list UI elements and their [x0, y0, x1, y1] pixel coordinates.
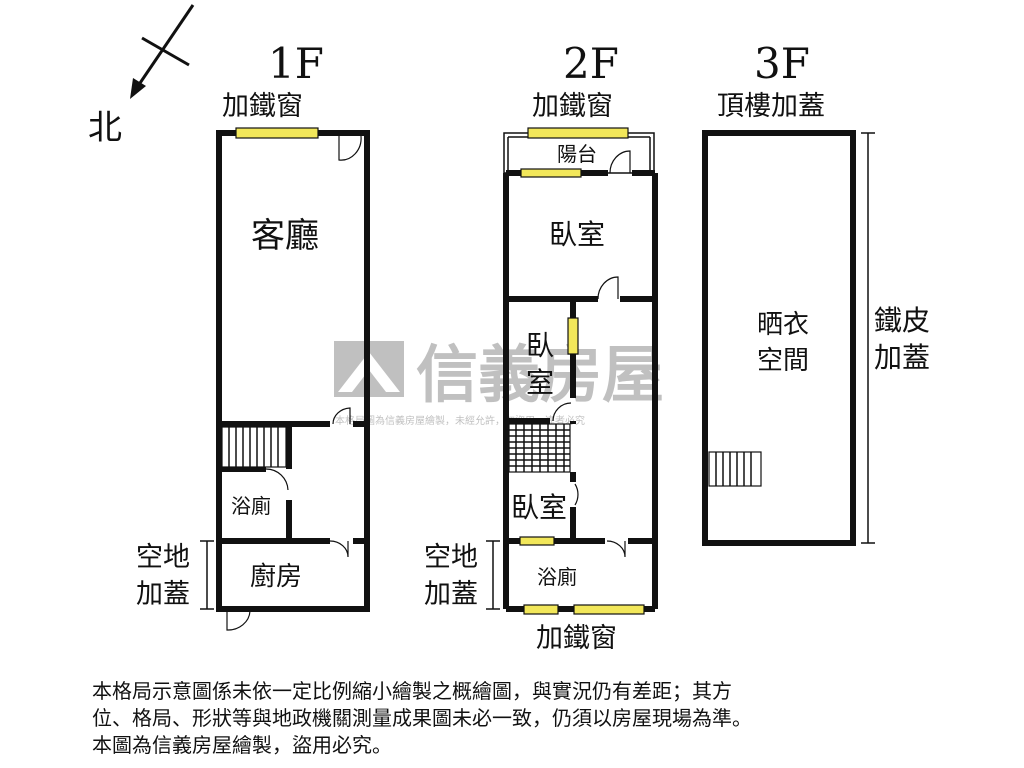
floor-1f-stairs — [221, 426, 287, 468]
floor-2f-window-bottom-2 — [573, 604, 645, 615]
floor-2f-doors — [552, 150, 631, 558]
floor-1f-window-top — [235, 127, 319, 139]
floor-2f-subtitle: 加鐵窗 — [532, 91, 613, 122]
room-drying-space-line2: 空間 — [757, 346, 809, 376]
floor-3f-side-label-2: 加蓋 — [874, 341, 930, 374]
floor-1f-walls — [216, 130, 370, 612]
floor-1f-subtitle: 加鐵窗 — [222, 91, 303, 122]
floor-2f-window-top — [527, 127, 629, 139]
floor-3f: 3F 頂樓加蓋 晒衣 空間 鐵皮 加蓋 — [702, 39, 930, 546]
floor-1f: 1F 加鐵窗 客廳 浴廁 廚房 — [136, 39, 370, 631]
floor-2f-window-bottom-1 — [523, 604, 559, 615]
compass-north-label: 北 — [88, 108, 122, 148]
floor-2f-dimension-bracket — [486, 540, 500, 610]
room-bathroom-2f: 浴廁 — [537, 565, 577, 589]
floor-1f-doors — [226, 135, 362, 631]
room-kitchen: 廚房 — [250, 562, 302, 592]
floor-2f-window-bath-top — [519, 536, 555, 546]
floor-3f-subtitle: 頂樓加蓋 — [717, 91, 825, 122]
disclaimer-note: 本格局示意圖係未依一定比例縮小繪製之概繪圖，與實況仍有差距；其方 位、格局、形狀… — [92, 678, 992, 759]
floor-3f-title: 3F — [754, 39, 810, 88]
room-bedroom-2f-rear: 臥室 — [511, 491, 567, 524]
watermark-brand: 信義房屋 — [416, 338, 664, 411]
disclaimer-line-1: 本格局示意圖係未依一定比例縮小繪製之概繪圖，與實況仍有差距；其方 — [92, 679, 732, 703]
floor-1f-title: 1F — [268, 39, 324, 88]
floor-2f-window-bedroom — [567, 317, 579, 355]
floor-1f-side-label-1: 空地 — [136, 542, 190, 573]
floor-2f-title: 2F — [563, 39, 619, 88]
floor-3f-stairs — [708, 451, 762, 487]
north-compass: 北 — [88, 4, 195, 148]
disclaimer-line-3: 本圖為信義房屋繪製，盜用必究。 — [92, 733, 392, 757]
floor-2f-stairs — [508, 423, 571, 473]
floor-2f: 2F 加鐵窗 陽台 — [424, 39, 658, 654]
floor-2f-side-label-2: 加蓋 — [424, 579, 478, 610]
watermark: 信義房屋 本格局圖為信義房屋繪製，未經允許，勿盜用，違者必究 — [334, 338, 664, 427]
room-bedroom-2f-front: 臥室 — [549, 218, 605, 251]
floor-3f-dimension-bracket — [861, 132, 875, 544]
room-drying-space-line1: 晒衣 — [757, 310, 809, 340]
floor-2f-bottom-label: 加鐵窗 — [536, 623, 617, 654]
room-balcony: 陽台 — [557, 142, 597, 166]
floor-1f-dimension-bracket — [200, 540, 214, 610]
floor-3f-side-label-1: 鐵皮 — [874, 304, 930, 337]
disclaimer-line-2: 位、格局、形狀等與地政機關測量成果圖未必一致，仍須以房屋現場為準。 — [92, 706, 752, 730]
floor-1f-side-label-2: 加蓋 — [136, 579, 190, 610]
room-bathroom-1f: 浴廁 — [231, 494, 271, 518]
floor-2f-window-balcony — [520, 168, 582, 178]
room-bedroom-2f-middle-line1: 臥 — [526, 329, 554, 362]
floor-3f-walls — [702, 130, 856, 546]
room-bedroom-2f-middle-line2: 室 — [526, 366, 554, 399]
floor-2f-side-label-1: 空地 — [424, 542, 478, 573]
room-living-room: 客廳 — [251, 216, 319, 256]
